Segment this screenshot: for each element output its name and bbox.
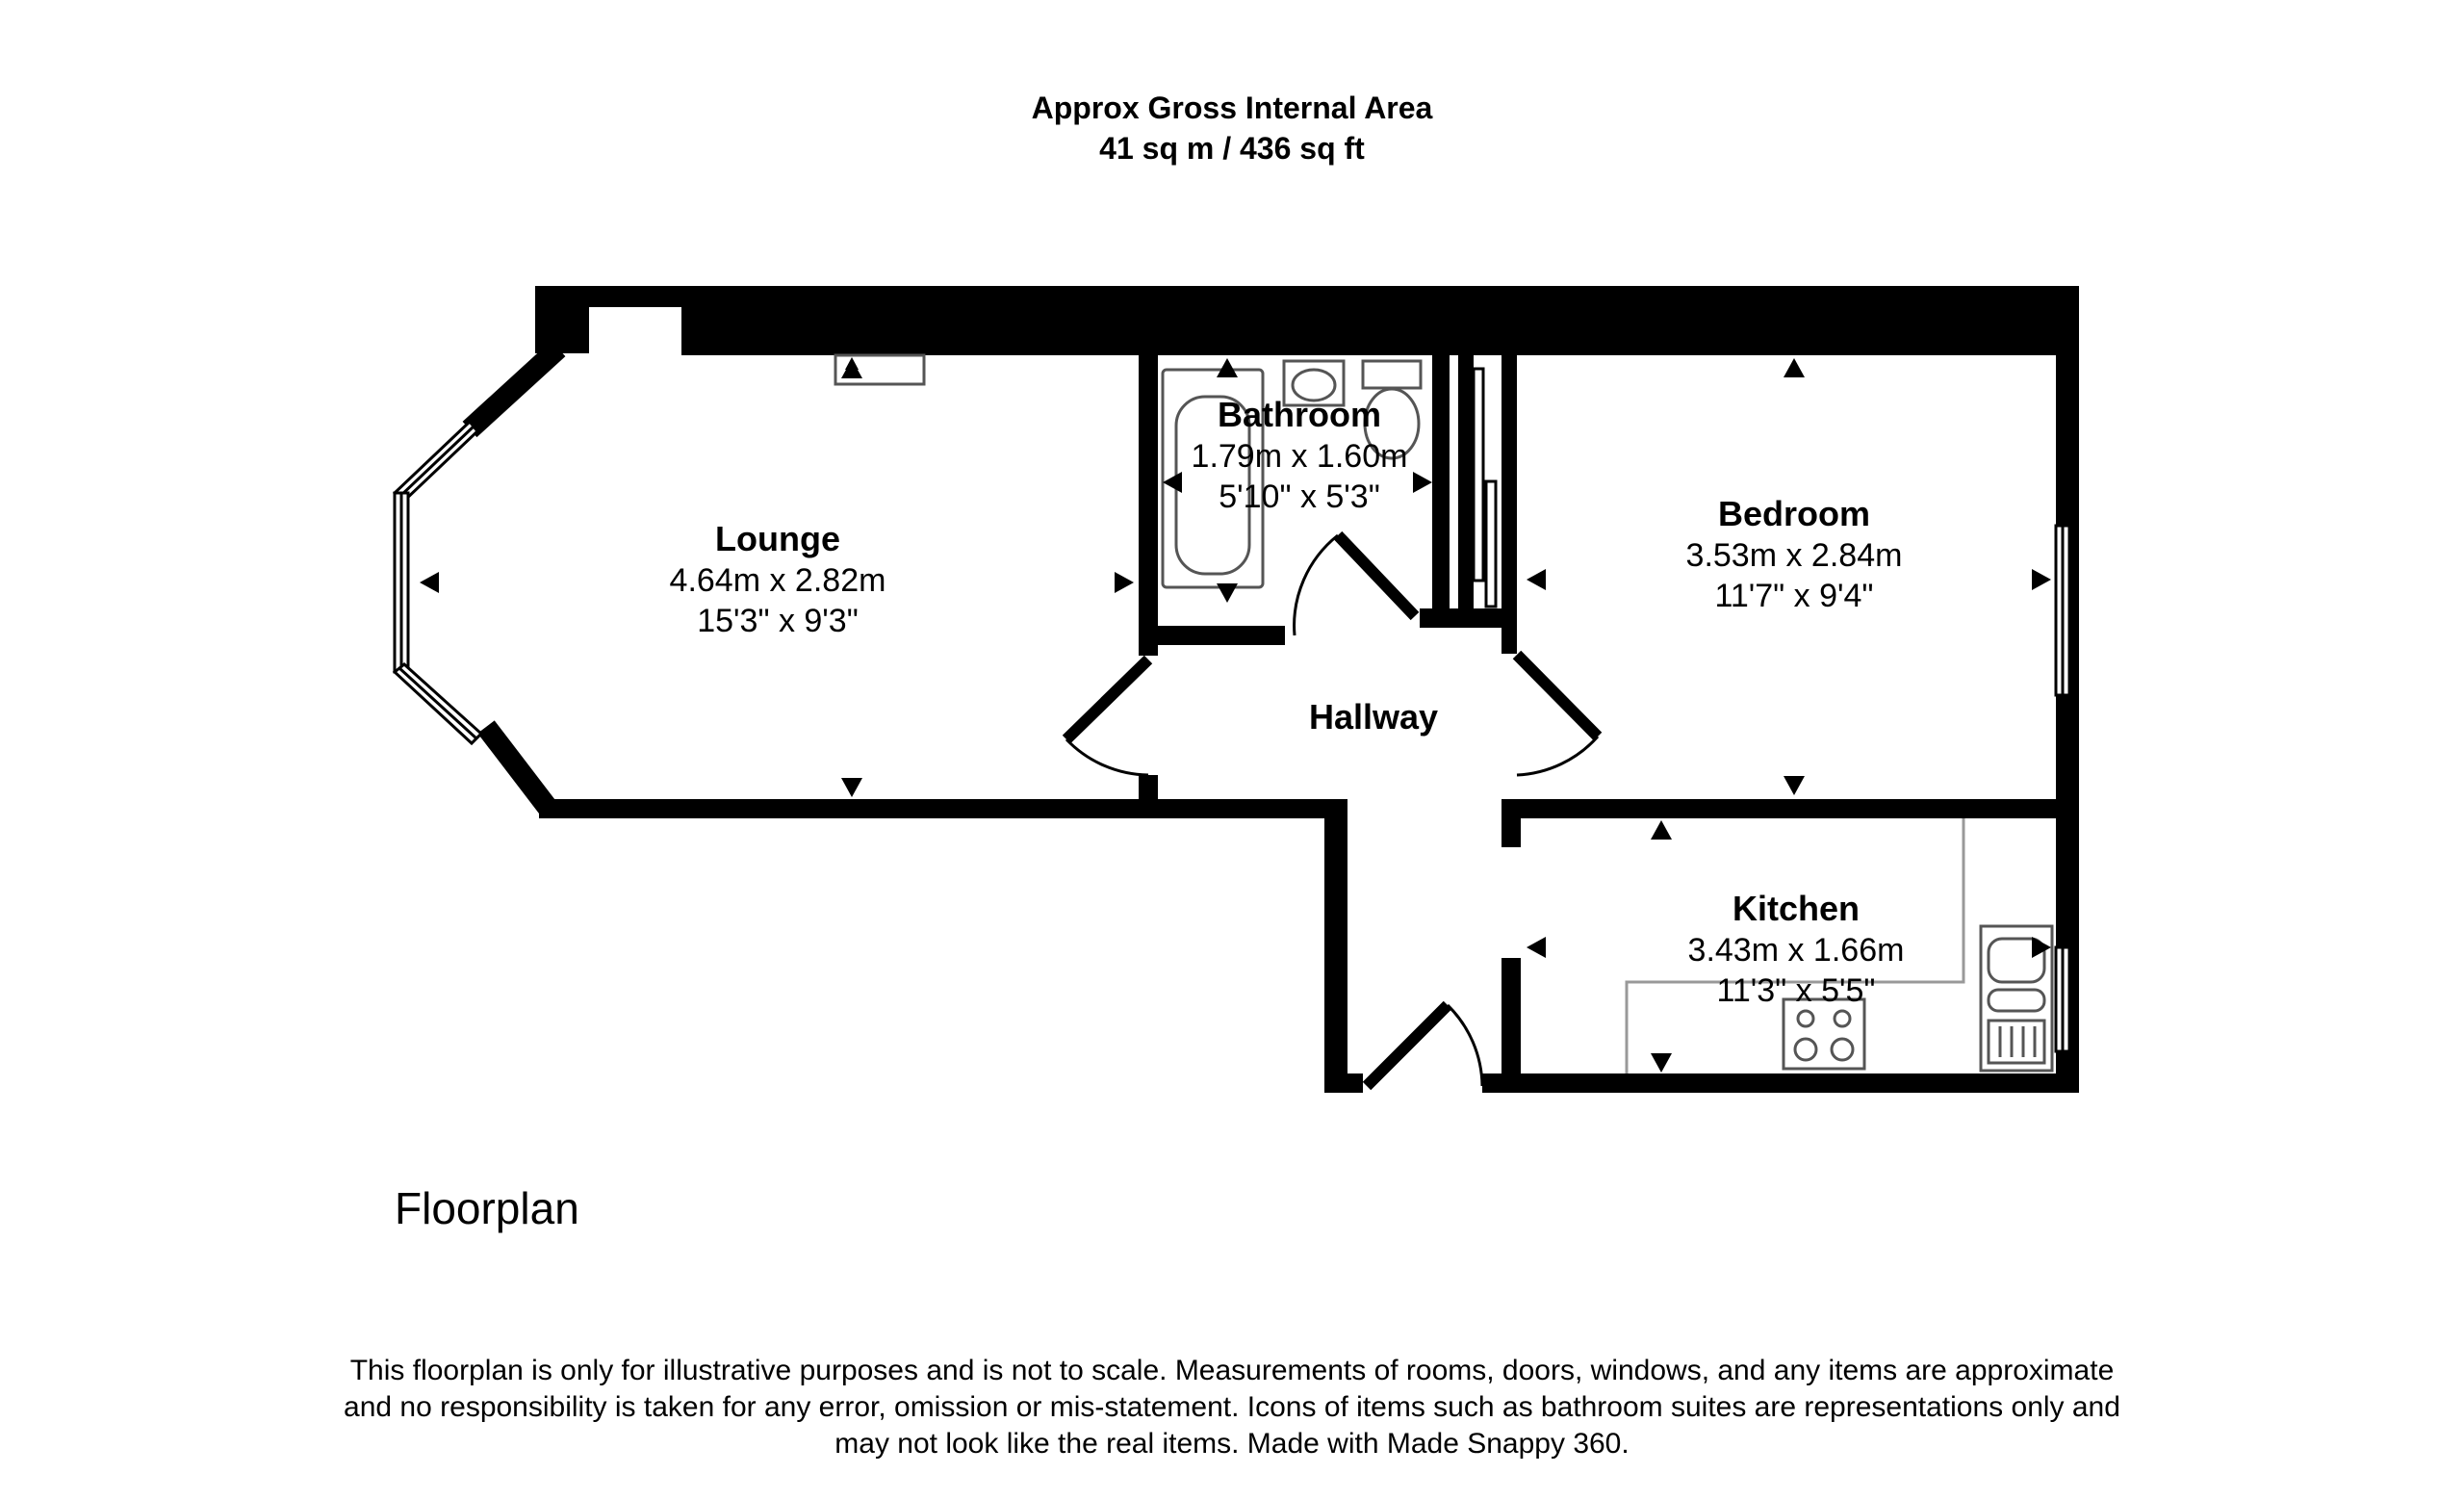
dimension-arrows xyxy=(420,357,2051,1073)
disclaimer-line-1: This floorplan is only for illustrative … xyxy=(349,1355,2115,1386)
kitchen-window xyxy=(2054,945,2071,1053)
bay-window xyxy=(392,419,484,746)
bath xyxy=(1161,368,1265,589)
bay-walls xyxy=(462,340,566,815)
kitchen-name: Kitchen xyxy=(1732,889,1860,928)
room-kitchen: Kitchen 3.43m x 1.66m 11'3" x 5'5" xyxy=(1688,889,1905,1009)
area-value: 41 sq m / 436 sq ft xyxy=(1099,131,1365,166)
room-lounge: Lounge 4.64m x 2.82m 15'3" x 9'3" xyxy=(670,519,886,639)
hallway-name: Hallway xyxy=(1309,697,1438,737)
lounge-imperial: 15'3" x 9'3" xyxy=(697,603,859,639)
kitchen-metric: 3.43m x 1.66m xyxy=(1688,932,1905,969)
room-bathroom: Bathroom 1.79m x 1.60m 5'10" x 5'3" xyxy=(1192,395,1408,515)
disclaimer-line-2: and no responsibility is taken for any e… xyxy=(344,1391,2120,1423)
washbasin xyxy=(1282,359,1346,407)
bathroom-imperial: 5'10" x 5'3" xyxy=(1219,478,1380,515)
area-title: Approx Gross Internal Area xyxy=(1031,91,1433,125)
doors xyxy=(1062,530,1603,1091)
bedroom-wardrobe-door xyxy=(1472,367,1498,608)
hob xyxy=(1782,997,1866,1071)
disclaimer: This floorplan is only for illustrative … xyxy=(289,1353,2175,1462)
floor-label: Floorplan xyxy=(395,1183,579,1233)
room-bedroom: Bedroom 3.53m x 2.84m 11'7" x 9'4" xyxy=(1686,494,1903,614)
bedroom-name: Bedroom xyxy=(1718,494,1870,533)
bedroom-window xyxy=(2054,524,2071,697)
kitchen-imperial: 11'3" x 5'5" xyxy=(1716,972,1875,1009)
bathroom-name: Bathroom xyxy=(1218,395,1381,434)
bedroom-imperial: 11'7" x 9'4" xyxy=(1714,578,1873,614)
walls xyxy=(535,286,2079,1093)
lounge-metric: 4.64m x 2.82m xyxy=(670,562,886,599)
bathroom-metric: 1.79m x 1.60m xyxy=(1192,438,1408,475)
bedroom-metric: 3.53m x 2.84m xyxy=(1686,537,1903,574)
kitchen-counter xyxy=(1625,818,1965,1073)
disclaimer-line-3: may not look like the real items. Made w… xyxy=(834,1428,1630,1460)
room-hallway: Hallway xyxy=(1309,697,1438,737)
lounge-name: Lounge xyxy=(715,519,840,558)
toilet xyxy=(1361,359,1423,460)
